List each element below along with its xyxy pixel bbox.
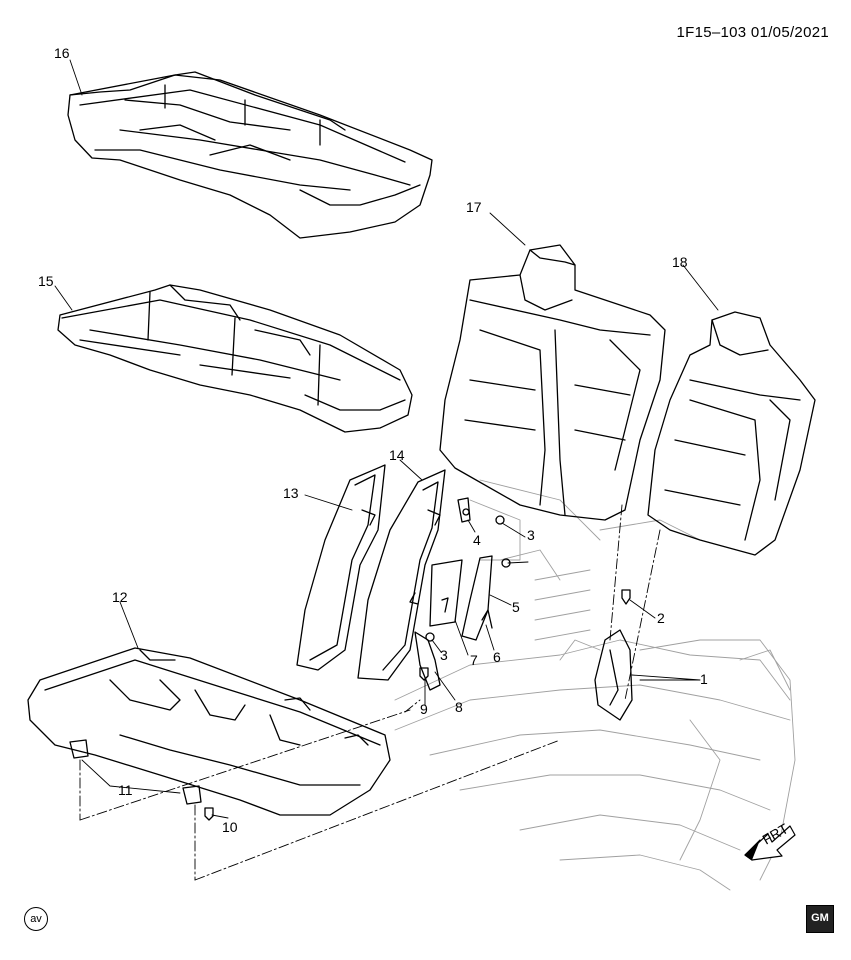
callout-5: 5	[512, 599, 520, 615]
callout-18: 18	[672, 254, 688, 270]
callout-3b: 3	[440, 647, 448, 663]
part-13-bolster-panel	[296, 464, 386, 671]
callout-1: 1	[700, 671, 708, 687]
part-1-hinge-bracket	[594, 629, 633, 721]
part-17-seat-back-left	[439, 244, 666, 521]
callout-6: 6	[493, 649, 501, 665]
diagram-code: 1F15–103	[676, 24, 747, 41]
callout-12: 12	[112, 589, 128, 605]
callout-17: 17	[466, 199, 482, 215]
part-3-nut-upper	[495, 515, 505, 525]
diagram-header: 1F15–103 01/05/2021	[676, 24, 829, 41]
diagram-date: 01/05/2021	[750, 24, 829, 41]
part-6-pin	[481, 609, 493, 629]
callout-7: 7	[470, 652, 478, 668]
callout-8: 8	[455, 699, 463, 715]
callout-10: 10	[222, 819, 238, 835]
leader-lines	[54, 59, 719, 819]
part-2-bolt	[621, 589, 631, 605]
locator-lines	[79, 504, 661, 881]
part-9-bolt	[419, 667, 429, 681]
part-11-clip-left	[69, 739, 89, 759]
view-badge: av	[24, 907, 48, 931]
part-15-seat-cushion-pad	[57, 284, 413, 433]
part-4-bracket	[457, 497, 471, 523]
callout-3a: 3	[527, 527, 535, 543]
part-18-seat-back-right	[647, 311, 816, 556]
callout-15: 15	[38, 273, 54, 289]
callout-2: 2	[657, 610, 665, 626]
callout-14: 14	[389, 447, 405, 463]
part-14-bolster-panel	[357, 469, 446, 681]
callout-9: 9	[420, 701, 428, 717]
callout-16: 16	[54, 45, 70, 61]
callout-11: 11	[118, 782, 133, 798]
gm-logo: GM	[806, 905, 834, 933]
callout-labels: 1 2 3 4 5 6 7 8 9 10 11 12 13 14 15 16 1…	[38, 45, 791, 848]
callout-4: 4	[473, 532, 481, 548]
part-11-clip-right	[182, 785, 202, 805]
part-10-bolt	[204, 807, 214, 821]
part-12-cushion-frame	[27, 647, 391, 816]
part-7-anchor-plate	[429, 559, 463, 627]
part-16-seat-cushion-cover	[67, 71, 433, 239]
part-5-latch-bracket	[461, 555, 493, 641]
front-arrow-icon	[744, 825, 796, 861]
callout-13: 13	[283, 485, 299, 501]
part-3-nut-lower	[425, 632, 435, 642]
gm-logo-text: GM	[811, 911, 829, 924]
